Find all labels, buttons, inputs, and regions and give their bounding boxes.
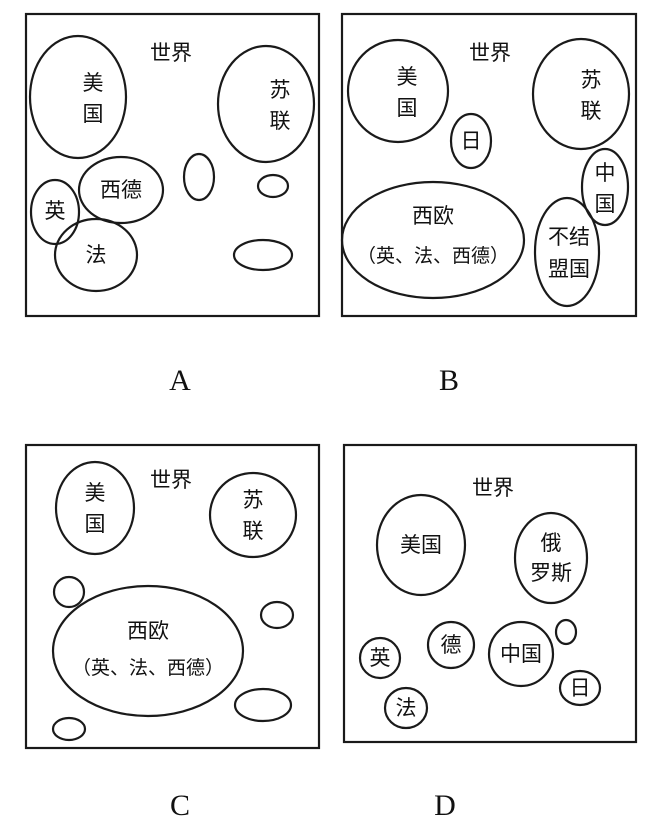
panel-b-usa-label-2: 国 (397, 96, 418, 120)
panel-d-germany-circle (426, 620, 476, 670)
panel-b-usa-label-1: 美 (397, 65, 418, 89)
panel-c: 世界 美 国 苏 联 西欧 （英、法、西德） C (24, 443, 321, 822)
panel-a-frame (24, 12, 321, 318)
panel-d-frame (342, 443, 638, 744)
panel-b-frame (340, 12, 638, 318)
panel-b: 世界 美 国 苏 联 日 中 国 西欧 （英、法、西德） 不结 盟国 B (340, 12, 638, 397)
panel-c-caption: C (170, 789, 190, 822)
panel-b-china-circle (580, 147, 630, 227)
panel-b-nonaligned-circle (533, 196, 601, 308)
panel-a-usa-label-1: 美 (83, 71, 104, 95)
panel-d-russia-label-1: 俄 (541, 531, 562, 555)
panel-c-usa-label-1: 美 (85, 481, 106, 505)
panel-c-ussr-label-2: 联 (243, 519, 264, 543)
panel-b-ussr-label-2: 联 (581, 99, 602, 123)
panel-a-small-ellipse-1 (182, 152, 216, 202)
panel-b-china-label-1: 中 (595, 161, 616, 185)
panel-a: 世界 美 国 苏 联 西德 英 法 A (24, 12, 321, 397)
panel-a-france-label: 法 (86, 243, 107, 267)
panel-c-frame (24, 443, 321, 750)
panel-c-small-ellipse-3 (233, 687, 293, 723)
panel-b-west-europe-members: （英、法、西德） (357, 245, 509, 267)
panel-d-japan-label: 日 (570, 676, 591, 700)
panel-d-uk-circle (358, 636, 402, 680)
panel-b-japan-circle (449, 112, 493, 170)
panel-d: 世界 美国 俄 罗斯 英 德 中国 法 日 D (342, 443, 638, 822)
panel-d-russia-label-2: 罗斯 (530, 561, 572, 585)
panel-c-ussr-circle (208, 471, 298, 559)
panel-d-germany-label: 德 (441, 633, 462, 657)
panel-b-west-europe-label: 西欧 (412, 204, 454, 228)
panel-d-china-circle (487, 620, 555, 688)
panel-d-usa-label: 美国 (400, 533, 442, 557)
panel-d-world-label: 世界 (472, 476, 514, 500)
panel-b-world-label: 世界 (469, 41, 511, 65)
panel-a-small-ellipse-2 (256, 173, 290, 199)
panel-c-world-label: 世界 (150, 468, 192, 492)
panel-a-ussr-label-1: 苏 (270, 78, 291, 102)
panel-c-small-ellipse-4 (51, 716, 87, 742)
panel-a-usa-label-2: 国 (83, 102, 104, 126)
panel-d-china-label: 中国 (500, 642, 542, 666)
panel-a-caption: A (169, 364, 191, 397)
panel-b-usa-circle (346, 38, 450, 144)
panel-a-wgermany-label: 西德 (100, 178, 142, 202)
panel-d-france-circle (383, 686, 429, 730)
panel-b-nonaligned-label-1: 不结 (548, 225, 590, 249)
panel-a-france-circle (53, 217, 139, 293)
panel-b-ussr-label-1: 苏 (581, 68, 602, 92)
panel-c-ussr-label-1: 苏 (243, 488, 264, 512)
panel-c-west-europe-members: （英、法、西德） (72, 657, 224, 679)
panel-c-west-europe-label: 西欧 (127, 619, 169, 643)
panel-b-caption: B (439, 364, 459, 397)
panel-c-small-ellipse-1 (52, 575, 86, 609)
panel-b-nonaligned-label-2: 盟国 (548, 257, 590, 281)
panel-d-usa-circle (375, 493, 467, 597)
panel-c-usa-circle (54, 460, 136, 556)
panel-d-uk-label: 英 (370, 646, 391, 670)
panel-a-uk-label: 英 (45, 199, 66, 223)
panel-a-ussr-label-2: 联 (270, 109, 291, 133)
panel-a-usa-circle (28, 34, 128, 160)
panel-a-world-label: 世界 (150, 41, 192, 65)
panel-d-japan-circle (558, 669, 602, 707)
panel-a-small-ellipse-3 (232, 238, 294, 272)
panel-d-caption: D (434, 789, 456, 822)
panel-a-ussr-circle (216, 44, 316, 164)
panel-c-usa-label-2: 国 (85, 512, 106, 536)
panel-a-uk-circle (29, 178, 81, 246)
panel-c-west-europe-circle (51, 584, 245, 718)
panel-b-west-europe-circle (340, 180, 526, 300)
panel-d-small-ellipse-1 (554, 618, 578, 646)
panel-c-small-ellipse-2 (259, 600, 295, 630)
panel-b-japan-label: 日 (461, 129, 482, 153)
panel-d-france-label: 法 (396, 696, 417, 720)
panel-d-russia-circle (513, 511, 589, 605)
panel-b-china-label-2: 国 (595, 192, 616, 216)
panel-a-wgermany-circle (77, 155, 165, 225)
panel-b-ussr-circle (531, 37, 631, 151)
